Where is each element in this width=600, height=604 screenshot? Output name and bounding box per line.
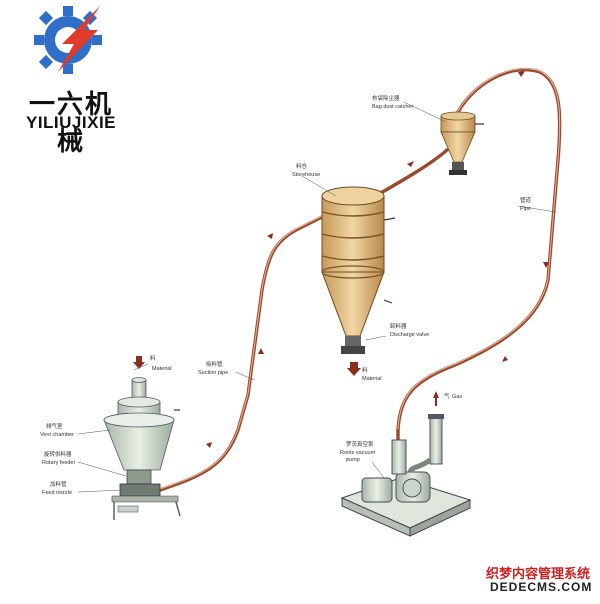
suction-pipe-line [158,210,334,492]
flow-arrow-icon [267,233,273,239]
gas-out-arrow-icon [433,391,439,406]
label-feed-en: Feed nozzle [42,490,72,496]
flow-arrow-icon [543,262,549,268]
storehouse-silo [321,186,396,354]
logo-chinese-text: 一六机械 [28,90,113,157]
label-rotary-cn: 旋转供料器 [44,450,72,458]
company-logo-icon [34,6,102,74]
label-feed-cn: 加料管 [50,480,67,488]
label-gas-en: Gas [452,394,462,400]
rotary-feeder-assembly [103,377,181,520]
label-discharge-en: Discharge valve [390,332,429,338]
watermark-chinese-text: 织梦内容管理系统 [486,567,591,582]
label-storehouse-en: Storehouse [292,172,320,178]
label-suction-cn: 吸料管 [206,360,223,368]
bag-dust-catcher [440,111,484,175]
label-material-out-cn: 料 [362,366,368,374]
label-material-in-en: Material [152,366,172,372]
label-bag-dust-cn: 布袋除尘器 [372,94,400,102]
label-roots-cn: 罗茨真空泵 [346,440,374,448]
component-labels: 布袋除尘器 Bag dust catcher 料仓 Storehouse 管道 … [40,94,532,496]
label-rotary-en: Rotary feeder [42,460,75,466]
flow-arrow-icon [502,356,508,362]
label-discharge-cn: 卸料器 [390,322,407,330]
label-suction-en: Suction pipe [198,370,228,376]
label-vent-cn: 排气室 [46,422,63,430]
return-pipe-line [396,67,562,447]
label-bag-dust-en: Bag dust catcher [372,104,413,110]
label-vent-en: Vent chamber [40,432,74,438]
flow-arrow-icon [206,442,212,448]
flow-arrow-icon [518,71,525,77]
storehouse-to-collector-pipe [370,148,449,200]
label-gas-cn: 气 [444,392,450,400]
material-out-arrow-icon [347,362,361,376]
label-roots-en-1: Roots vacuum [340,450,376,456]
label-pipe-en: Pipe [520,206,531,212]
label-material-in-cn: 料 [150,354,156,362]
flow-arrow-icon [407,161,414,167]
material-in-arrow-icon [133,356,145,369]
label-storehouse-cn: 料仓 [296,162,308,170]
logo-english-text: YILIUJIXIE [25,113,117,132]
watermark-english-text: DEDECMS.COM [490,580,593,594]
flow-arrow-icon [258,348,264,354]
roots-vacuum-pump [340,414,472,537]
label-roots-en-2: pump [346,457,360,463]
bolt-icon [58,6,100,72]
label-material-out-en: Material [362,376,382,382]
label-pipe-cn: 管道 [520,196,532,204]
